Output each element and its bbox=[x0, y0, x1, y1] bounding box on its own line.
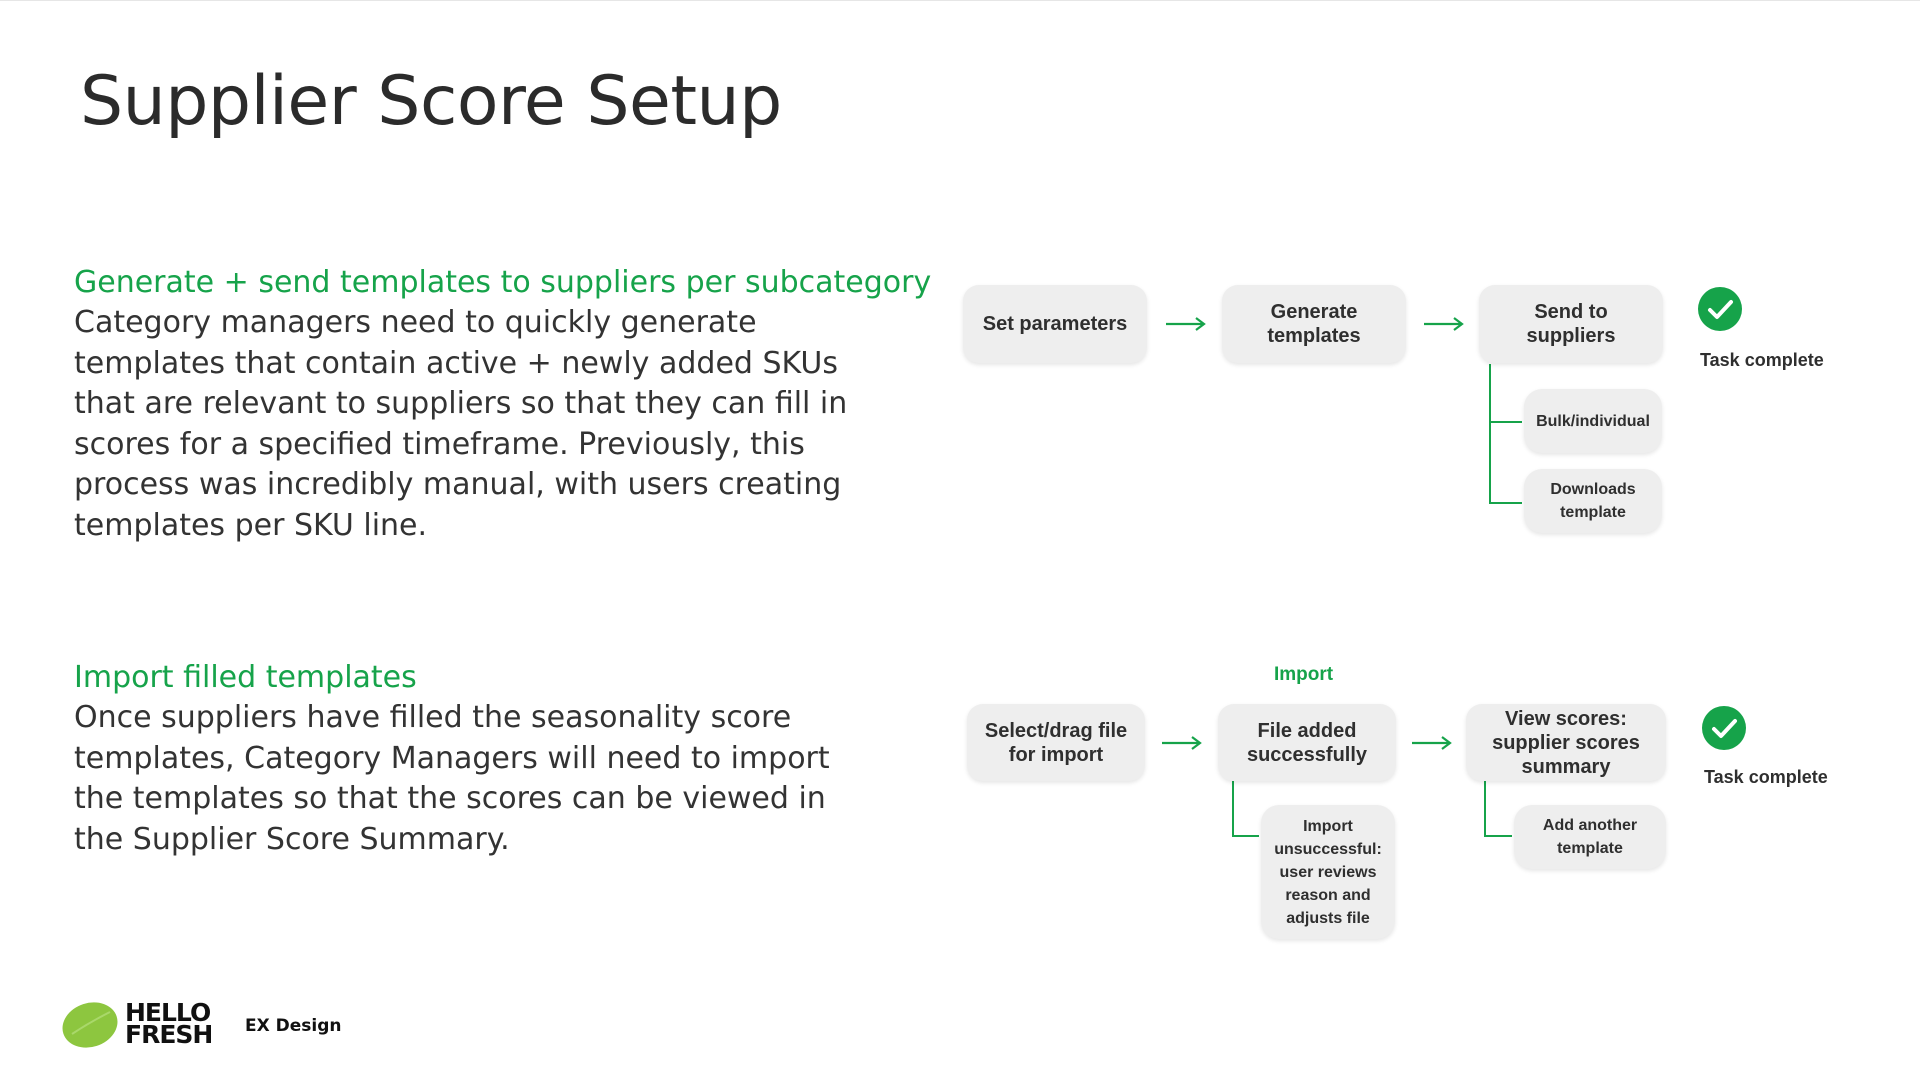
flow-substep-import-unsuccessful: Import unsuccessful: user reviews reason… bbox=[1261, 805, 1395, 939]
import-group-label: Import bbox=[1274, 664, 1334, 685]
section-body: Category managers need to quickly genera… bbox=[74, 305, 848, 543]
section-import: Import filled templates Once suppliers h… bbox=[74, 658, 874, 860]
flow-step-generate-templates: Generate templates bbox=[1222, 285, 1406, 363]
flow-step-send-to-suppliers: Send to suppliers bbox=[1479, 285, 1663, 363]
checkmark-icon bbox=[1702, 706, 1746, 750]
section-generate: Generate + send templates to suppliers p… bbox=[74, 263, 932, 546]
arrow-right-icon bbox=[1162, 736, 1202, 750]
flow-substep-bulk-individual: Bulk/individual bbox=[1524, 389, 1662, 453]
flow-substep-downloads-template: Downloads template bbox=[1524, 469, 1662, 533]
section-heading: Generate + send templates to suppliers p… bbox=[74, 265, 932, 300]
logo-line-fresh: FRESH bbox=[125, 1020, 213, 1049]
checkmark-icon bbox=[1698, 287, 1742, 331]
section-heading: Import filled templates bbox=[74, 660, 417, 695]
flow-substep-add-another-template: Add another template bbox=[1514, 805, 1666, 869]
flow-step-select-file: Select/drag file for import bbox=[967, 704, 1145, 781]
flow-step-set-parameters: Set parameters bbox=[963, 285, 1147, 363]
top-divider bbox=[0, 0, 1920, 1]
section-body: Once suppliers have filled the seasonali… bbox=[74, 700, 830, 857]
logo-line-hello: HELLO bbox=[125, 998, 211, 1027]
footer-label: EX Design bbox=[245, 1016, 342, 1036]
hellofresh-lime-logo bbox=[62, 1002, 118, 1048]
arrow-right-icon bbox=[1412, 736, 1452, 750]
hellofresh-wordmark: HELLO FRESH bbox=[125, 998, 213, 1049]
flow-step-file-added: File added successfully bbox=[1218, 704, 1396, 781]
flow-step-view-scores: View scores: supplier scores summary bbox=[1466, 704, 1666, 781]
arrow-right-icon bbox=[1424, 317, 1464, 331]
arrow-right-icon bbox=[1166, 317, 1206, 331]
page-title: Supplier Score Setup bbox=[80, 62, 782, 141]
task-complete-label: Task complete bbox=[1704, 767, 1828, 787]
task-complete-label: Task complete bbox=[1700, 350, 1824, 370]
